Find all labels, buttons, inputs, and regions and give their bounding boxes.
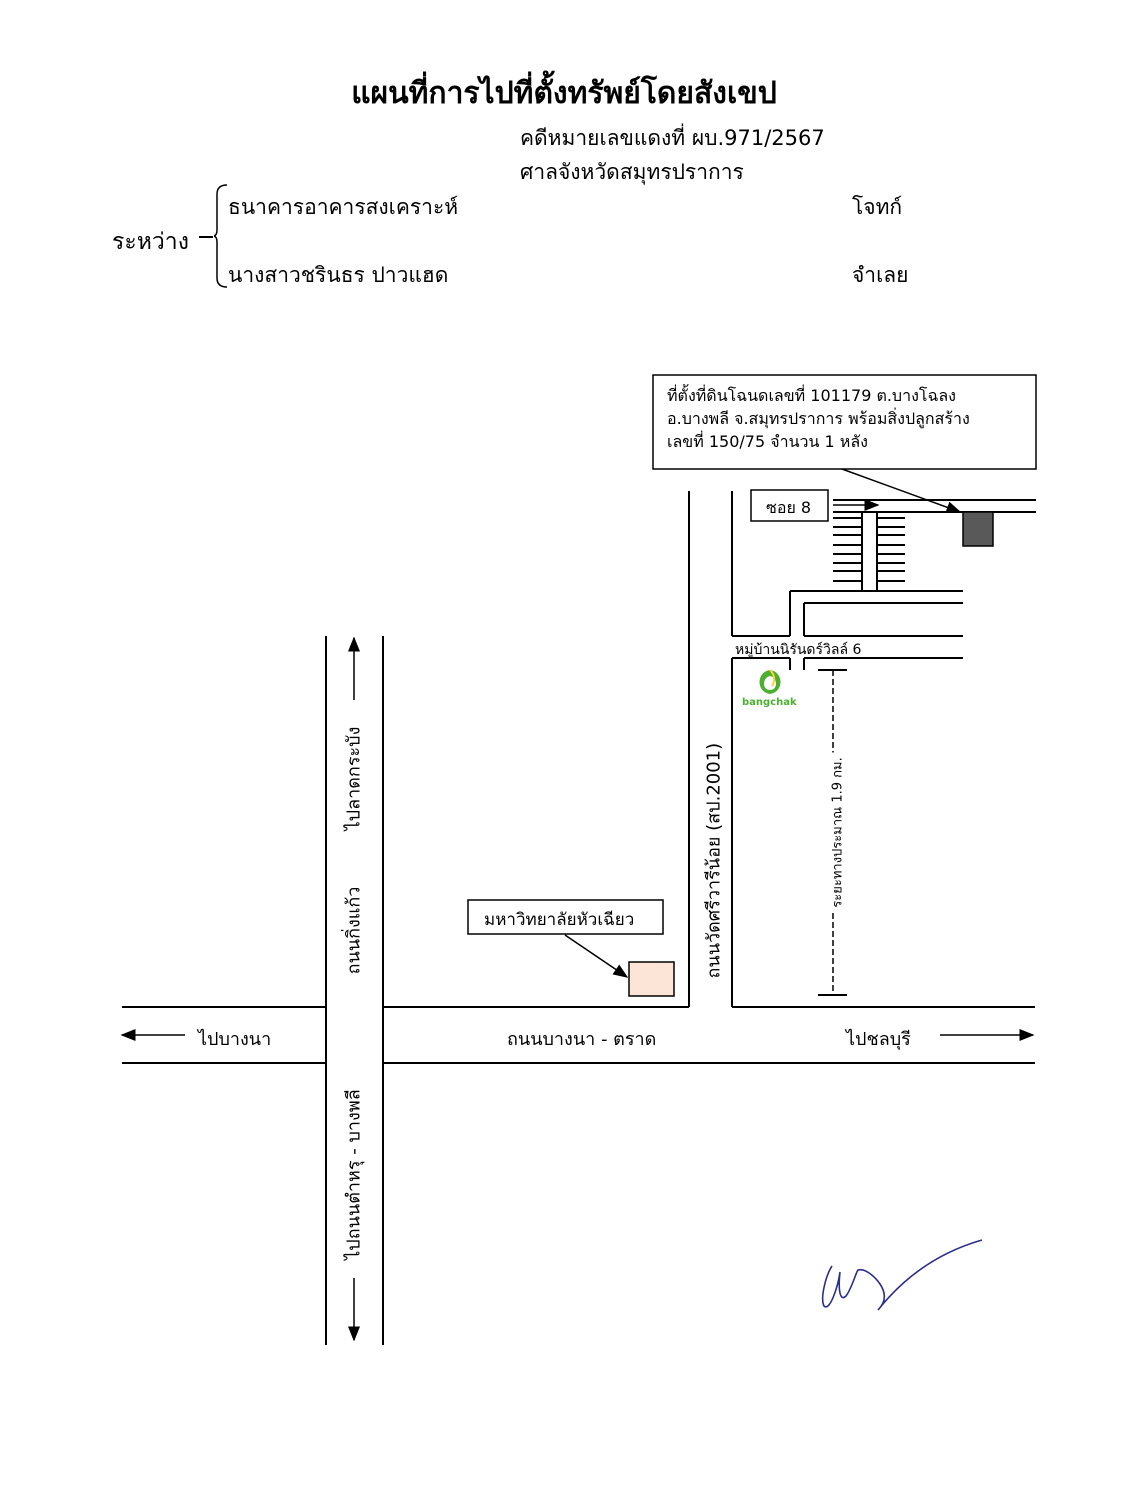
distance-label: ระยะทางประมาณ 1.9 กม. — [826, 752, 848, 913]
defendant-name: นางสาวชรินธร ปาวแฮด — [228, 263, 449, 287]
location-note-line-1: ที่ตั้งที่ดินโฉนดเลขที่ 101179 ต.บางโฉลง — [667, 386, 956, 405]
defendant-role: จำเลย — [852, 263, 909, 287]
plaintiff-name: ธนาคารอาคารสงเคราะห์ — [228, 195, 459, 219]
to-bangna-label: ไปบางนา — [198, 1029, 272, 1050]
university-label: มหาวิทยาลัยหัวเฉียว — [484, 910, 635, 930]
signature-scribble — [821, 1239, 983, 1311]
university-label-box — [467, 899, 664, 935]
brace-tick — [199, 236, 213, 238]
to-latkrabang-label: ไปลาดกระบัง — [343, 726, 365, 831]
pointer-university — [564, 934, 629, 978]
party-brace — [214, 184, 228, 288]
land-plot-marker — [962, 511, 994, 547]
case-number: คดีหมายเลขแดงที่ ผบ.971/2567 — [520, 126, 825, 150]
to-bangphli-label: ไปถนนตำหรุ - บางพลี — [343, 1089, 365, 1260]
to-chonburi-label: ไปชลบุรี — [846, 1029, 911, 1050]
bangchak-logo-icon — [759, 669, 781, 694]
page-title: แผนที่การไปที่ตั้งทรัพย์โดยสังเขป — [351, 76, 777, 111]
location-note-line-2: อ.บางพลี จ.สมุทรปราการ พร้อมสิ่งปลูกสร้า… — [667, 409, 970, 428]
location-note-line-3: เลขที่ 150/75 จำนวน 1 หลัง — [667, 432, 868, 451]
pointer-location — [841, 468, 962, 514]
location-note-text: ที่ตั้งที่ดินโฉนดเลขที่ 101179 ต.บางโฉลง… — [667, 384, 970, 453]
location-note-box — [652, 374, 1037, 470]
watsri-road-label: ถนนวัดศรีวารีน้อย (สป.2001) — [703, 742, 725, 979]
kingkaew-road-label: ถนนกิ่งแก้ว — [343, 886, 365, 975]
soi-label-box — [750, 489, 829, 522]
main-road-label: ถนนบางนา - ตราด — [507, 1029, 657, 1050]
plaintiff-role: โจทก์ — [852, 195, 903, 219]
village-label: หมู่บ้านนิรันดร์วิลล์ 6 — [735, 642, 862, 658]
court-name: ศาลจังหวัดสมุทรปราการ — [520, 160, 744, 184]
bangchak-brand-label: bangchak — [742, 697, 797, 708]
university-marker — [628, 961, 675, 997]
soi-label: ซอย 8 — [766, 498, 812, 517]
between-label: ระหว่าง — [112, 229, 189, 255]
